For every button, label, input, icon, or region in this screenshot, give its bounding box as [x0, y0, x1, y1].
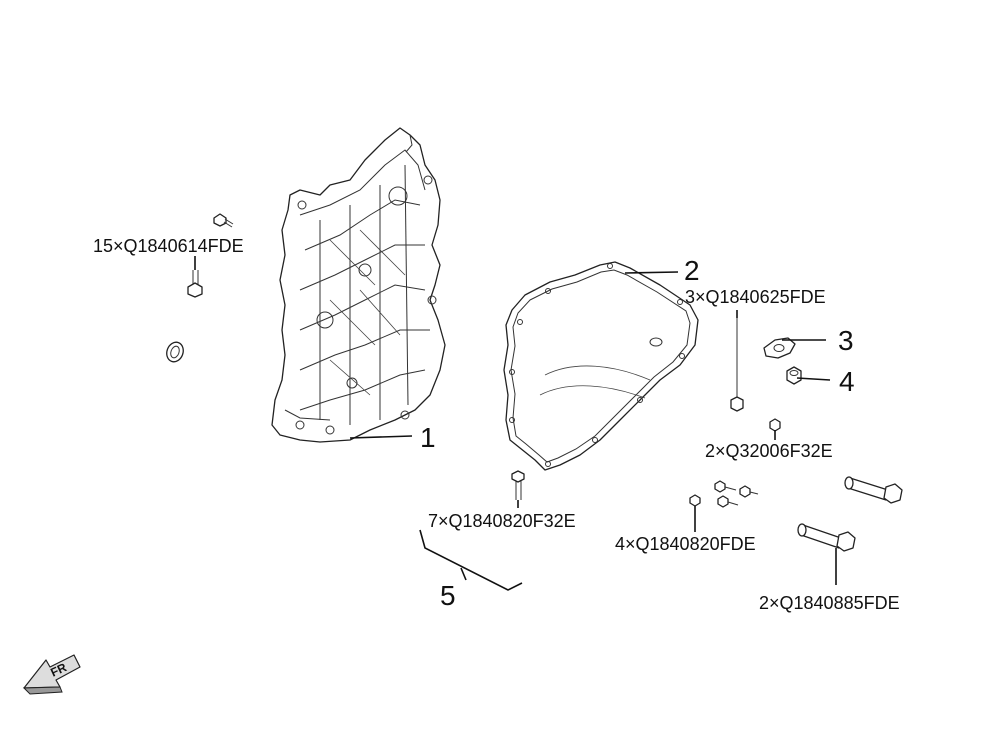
callout-1: 1 [420, 422, 436, 453]
bolt-group-icon [689, 480, 759, 508]
long-bolt-icon [730, 318, 744, 412]
part-number-label: 2×Q32006F32E [705, 441, 833, 461]
part-number-label: 4×Q1840820FDE [615, 534, 756, 554]
callout-3: 3 [838, 325, 854, 356]
fr-label: FR [48, 660, 69, 680]
shoulder-bolt-lower-icon [797, 523, 856, 552]
wire-part [419, 529, 523, 591]
callout-2: 2 [684, 255, 700, 286]
leader-lines [194, 256, 837, 585]
part-number-label: 3×Q1840625FDE [685, 287, 826, 307]
main-housing-casting [271, 127, 446, 443]
part-number-label: 15×Q1840614FDE [93, 236, 244, 256]
part-number-label: 2×Q1840885FDE [759, 593, 900, 613]
part-number-label: 7×Q1840820F32E [428, 511, 576, 531]
small-screw-icon [769, 418, 781, 432]
washer-plate-icon [763, 337, 796, 359]
bolt-icon [213, 213, 234, 228]
callout-5: 5 [440, 580, 456, 611]
seal-ring-icon [166, 341, 184, 363]
flange-bolt-icon [187, 270, 203, 298]
callout-4: 4 [839, 366, 855, 397]
front-direction-arrow-icon: FR [22, 654, 81, 695]
plug-nut-icon [786, 366, 802, 385]
cover-plate [503, 261, 699, 471]
shoulder-bolt-upper-icon [844, 476, 903, 504]
bolt-7x-icon [511, 470, 525, 500]
